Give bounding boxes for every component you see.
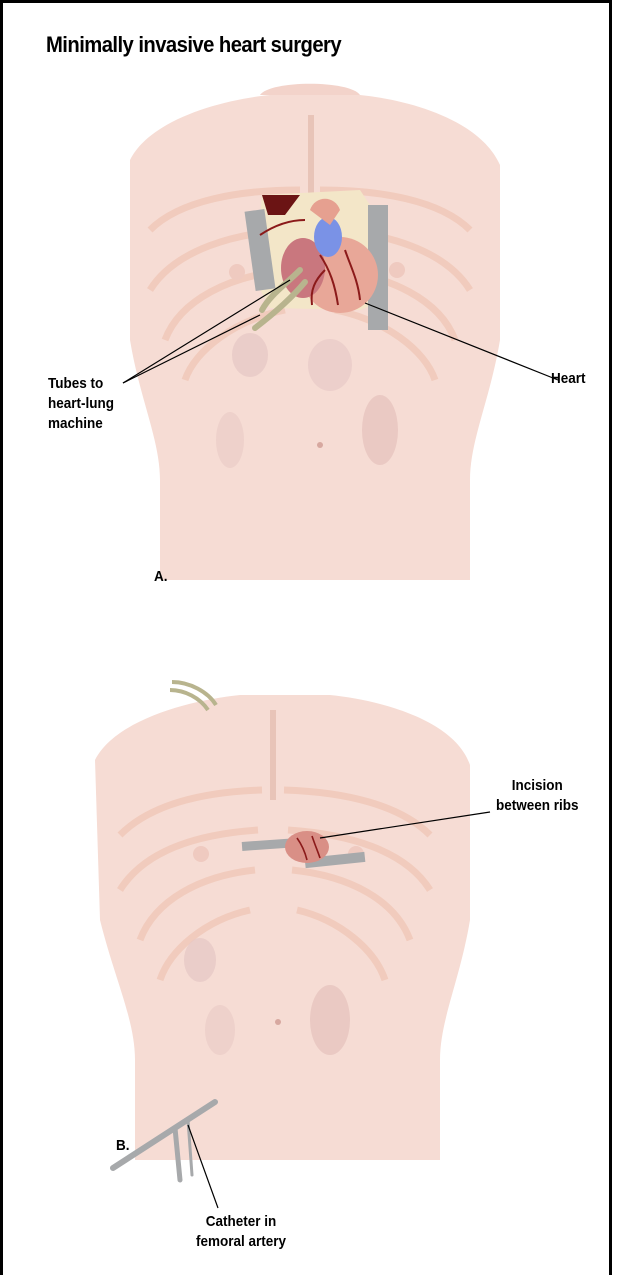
panel-a-letter: A. xyxy=(154,567,168,587)
label-heart: Heart xyxy=(551,369,586,389)
label-tubes: Tubes to heart-lung machine xyxy=(48,374,114,434)
label-incision: Incision between ribs xyxy=(496,776,579,816)
torso-b xyxy=(95,695,470,1160)
torso-a xyxy=(130,84,500,580)
label-catheter: Catheter in femoral artery xyxy=(196,1212,286,1252)
panel-b-letter: B. xyxy=(116,1136,130,1156)
